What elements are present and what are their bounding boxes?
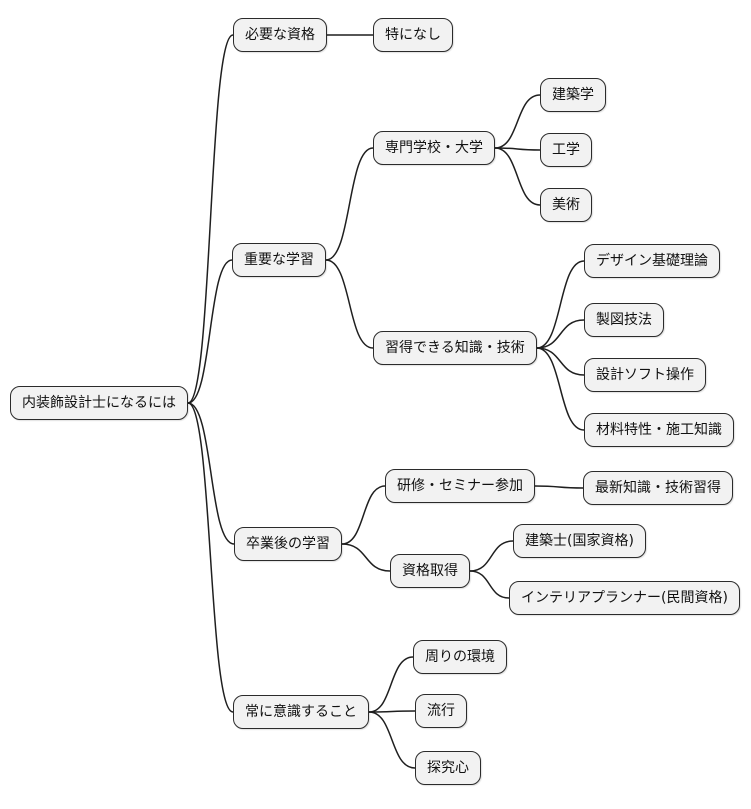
node-trends: 流行 [415,694,467,728]
node-interior-planner-private-qualification: インテリアプランナー(民間資格) [509,581,740,615]
node-engineering: 工学 [540,133,592,167]
node-design-software-operation: 設計ソフト操作 [584,358,706,392]
node-vocational-school-university: 専門学校・大学 [373,131,495,165]
node-architect-national-qualification: 建築士(国家資格) [513,524,646,558]
node-important-learning: 重要な学習 [232,243,326,277]
node-architecture: 建築学 [540,78,606,112]
node-design-basic-theory: デザイン基礎理論 [584,244,720,278]
node-fine-arts: 美術 [540,188,592,222]
node-always-be-aware: 常に意識すること [233,695,369,729]
node-surrounding-environment: 周りの環境 [413,640,507,674]
node-latest-knowledge-skill-acquisition: 最新知識・技術習得 [583,471,733,505]
node-qualification-acquisition: 資格取得 [390,554,470,588]
node-required-qualifications: 必要な資格 [233,18,327,52]
node-inquisitiveness: 探究心 [415,751,481,785]
node-material-properties-construction-knowledge: 材料特性・施工知識 [584,413,734,447]
node-root-topic: 内装飾設計士になるには [10,386,188,420]
node-none-in-particular: 特になし [373,18,453,52]
node-post-graduation-learning: 卒業後の学習 [234,527,342,561]
node-acquirable-knowledge-skills: 習得できる知識・技術 [373,331,537,365]
node-training-seminar-participation: 研修・セミナー参加 [385,469,535,503]
node-drafting-techniques: 製図技法 [584,303,664,337]
